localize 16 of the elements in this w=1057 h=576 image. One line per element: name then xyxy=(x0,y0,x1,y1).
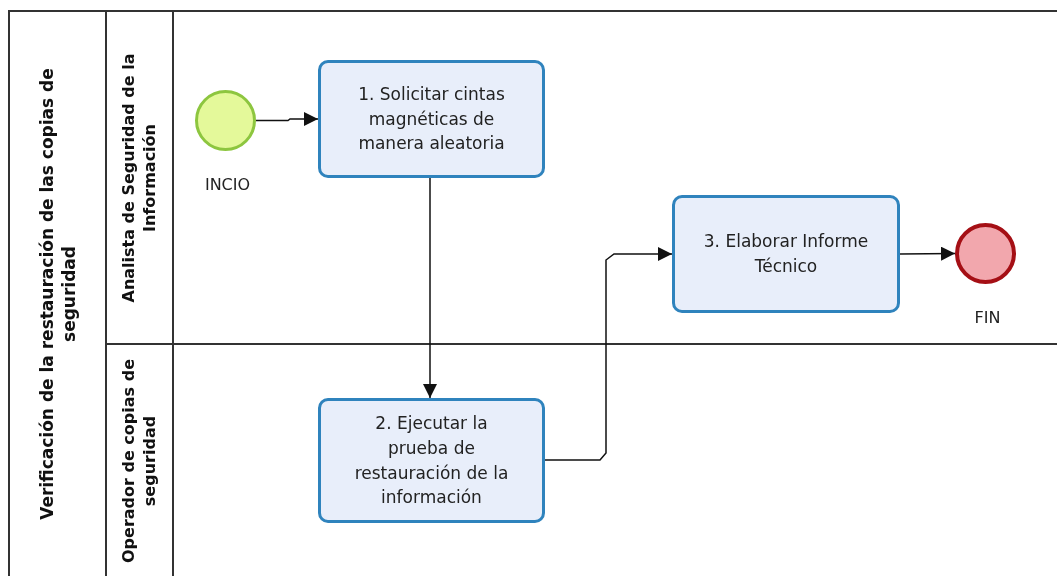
sequence-flow-arrow xyxy=(423,177,437,399)
sequence-flow-arrow xyxy=(544,247,673,461)
event-label: INCIO xyxy=(204,175,251,194)
event-label: FIN xyxy=(974,308,1001,327)
lane-title: Analista de Seguridad de la Información xyxy=(118,52,160,305)
task-box: 3. Elaborar Informe Técnico xyxy=(672,195,900,313)
start-event-circle xyxy=(195,90,256,151)
end-event-circle xyxy=(955,223,1016,284)
sequence-flow-arrow xyxy=(255,112,319,126)
task-box: 2. Ejecutar la prueba de restauración de la información xyxy=(318,398,545,523)
pool-frame xyxy=(8,10,1057,576)
pool-title: Verificación de la restauración de las copias de seguridad xyxy=(35,67,80,522)
sequence-flow-arrow xyxy=(899,246,956,261)
task-box: 1. Solicitar cintas magnéticas de manera aleatoria xyxy=(318,60,545,178)
lane-title: Operador de copias de seguridad xyxy=(118,357,160,565)
swimlane-frame xyxy=(105,343,1057,576)
